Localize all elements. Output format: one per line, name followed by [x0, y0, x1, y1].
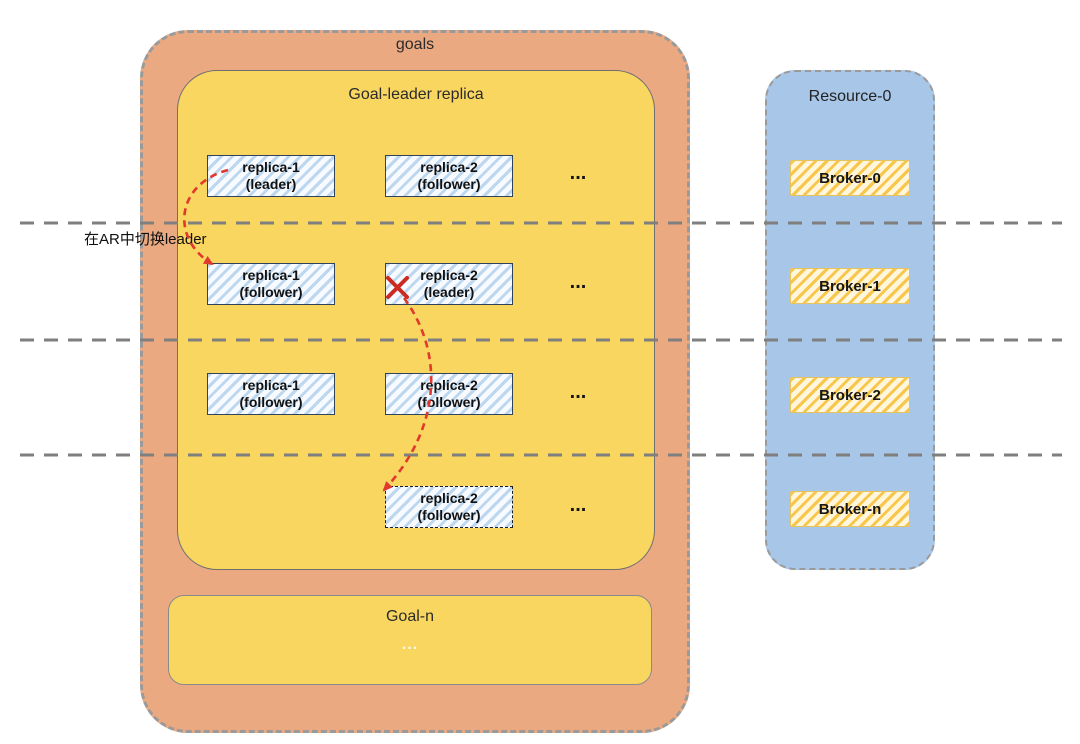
- replica-role: (follower): [239, 284, 303, 300]
- goal-n-ellipsis: ...: [401, 636, 419, 653]
- replica-box-row4-replica2-follower-new: replica-2 (follower): [385, 486, 513, 528]
- replica-role: (follower): [239, 394, 303, 410]
- replica-box-row1-replica2-follower: replica-2 (follower): [385, 155, 513, 197]
- broker-0-box: Broker-0: [790, 160, 910, 196]
- goal-n-title: Goal-n: [385, 608, 435, 625]
- replica-role: (leader): [423, 284, 475, 300]
- replica-name: replica-2: [420, 377, 478, 394]
- broker-1-box: Broker-1: [790, 268, 910, 304]
- replica-name: replica-2: [420, 159, 478, 176]
- row4-ellipsis: ...: [569, 494, 587, 516]
- replica-name: replica-1: [242, 159, 300, 176]
- replica-box-row2-replica2-leader: replica-2 (leader): [385, 263, 513, 305]
- replica-role: (follower): [417, 176, 481, 192]
- goals-title: goals: [395, 36, 435, 53]
- row3-ellipsis: ...: [569, 381, 587, 403]
- broker-2-box: Broker-2: [790, 377, 910, 413]
- replica-role: (follower): [417, 507, 481, 523]
- goal-n-container: [168, 595, 652, 685]
- replica-box-row3-replica2-follower: replica-2 (follower): [385, 373, 513, 415]
- replica-name: replica-2: [420, 490, 478, 507]
- replica-box-row2-replica1-follower: replica-1 (follower): [207, 263, 335, 305]
- replica-role: (leader): [245, 176, 297, 192]
- broker-n-box: Broker-n: [790, 491, 910, 527]
- replica-name: replica-2: [420, 267, 478, 284]
- switch-leader-annotation: 在AR中切换leader: [84, 231, 207, 248]
- replica-name: replica-1: [242, 377, 300, 394]
- replica-role: (follower): [417, 394, 481, 410]
- row2-ellipsis: ...: [569, 271, 587, 293]
- replica-box-row1-replica1-leader: replica-1 (leader): [207, 155, 335, 197]
- row1-ellipsis: ...: [569, 162, 587, 184]
- replica-box-row3-replica1-follower: replica-1 (follower): [207, 373, 335, 415]
- goal-leader-replica-title: Goal-leader replica: [348, 86, 484, 103]
- resource-0-container: [765, 70, 935, 570]
- replica-name: replica-1: [242, 267, 300, 284]
- resource-0-title: Resource-0: [808, 88, 892, 105]
